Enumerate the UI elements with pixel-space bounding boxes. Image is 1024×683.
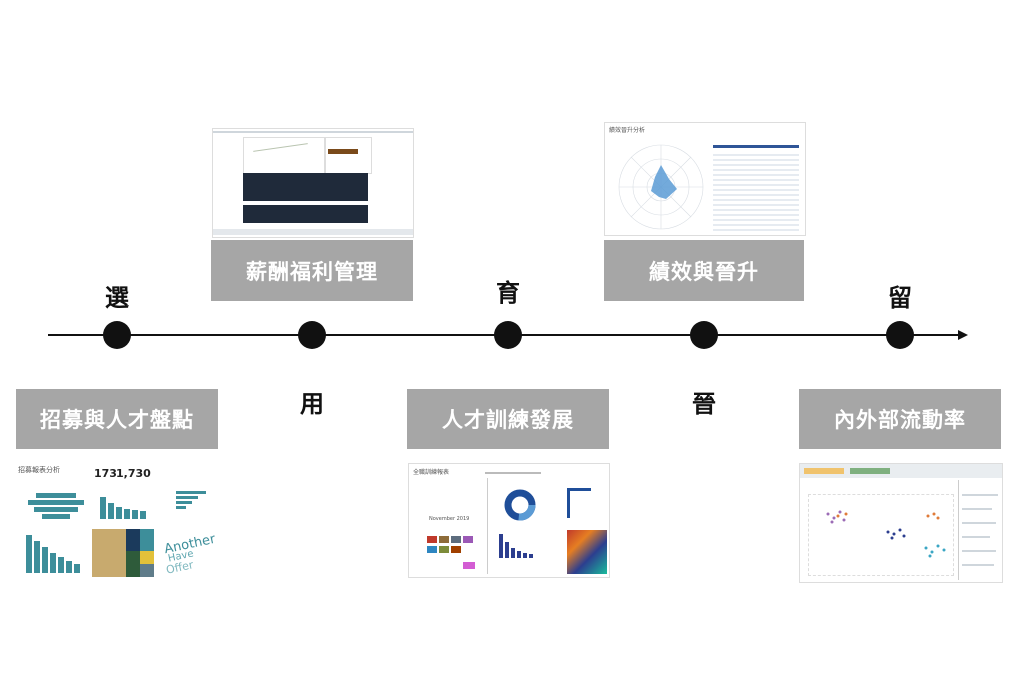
scatter-plot-graphic bbox=[826, 510, 946, 558]
radar-chart-graphic bbox=[618, 144, 704, 230]
recruit-stat-1: 173 bbox=[94, 467, 117, 480]
stage-label-select: 選 bbox=[105, 284, 129, 312]
box-performance-promotion: 績效與晉升 bbox=[604, 240, 804, 301]
box-recruitment-talent: 招募與人才盤點 bbox=[16, 389, 218, 449]
timeline-node-select bbox=[103, 321, 131, 349]
timeline-node-develop bbox=[494, 321, 522, 349]
box-talent-training: 人才訓練發展 bbox=[407, 389, 609, 449]
stage-label-develop: 育 bbox=[496, 279, 520, 307]
recruit-thumb-title: 招募報表分析 bbox=[18, 466, 60, 474]
thumbnail-turnover-dashboard bbox=[799, 463, 1003, 583]
thumbnail-training-dashboard: 全職訓練報表 November 2019 bbox=[408, 463, 610, 578]
timeline-node-use bbox=[298, 321, 326, 349]
timeline-node-retain bbox=[886, 321, 914, 349]
donut-chart-graphic bbox=[504, 489, 536, 521]
stage-label-use: 用 bbox=[300, 390, 324, 418]
training-thumb-title: 全職訓練報表 bbox=[413, 469, 450, 476]
thumbnail-performance-dashboard: 績效晉升分析 bbox=[604, 122, 806, 236]
box-turnover-rate: 內外部流動率 bbox=[799, 389, 1001, 449]
stage-label-retain: 留 bbox=[888, 284, 912, 312]
thumbnail-recruitment-dashboard: 招募報表分析 173 1,730 Another Have Offer bbox=[16, 463, 216, 581]
recruit-stat-2: 1,730 bbox=[116, 467, 151, 480]
box-salary-benefits: 薪酬福利管理 bbox=[211, 240, 413, 301]
thumbnail-salary-dashboard bbox=[212, 128, 414, 238]
training-thumb-month: November 2019 bbox=[429, 516, 470, 522]
timeline-arrowhead bbox=[958, 330, 968, 340]
timeline-node-promote bbox=[690, 321, 718, 349]
performance-thumb-title: 績效晉升分析 bbox=[609, 127, 646, 134]
stage-label-promote: 晉 bbox=[692, 390, 716, 418]
